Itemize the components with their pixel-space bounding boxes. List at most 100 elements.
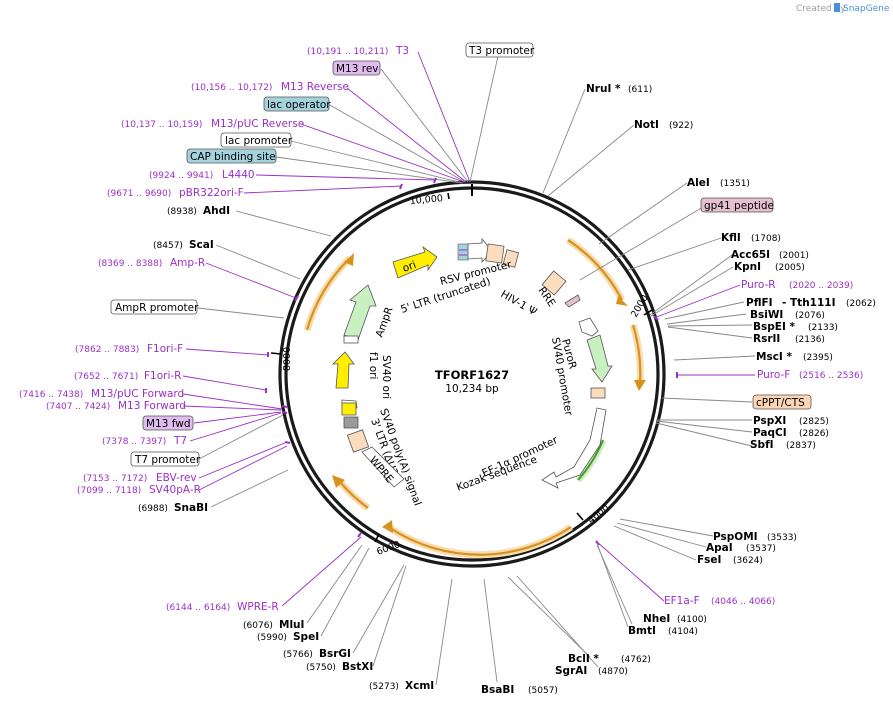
f1ori-f-pos: (7862 .. 7883) [75,345,139,355]
backbone-outer [278,180,666,568]
sv40pa-r-label: SV40pA-R [149,484,201,496]
pflfi-pos: (2062) [846,299,876,309]
tick-8000 [270,352,282,355]
acc65i-pos: (2001) [779,251,809,261]
right-labels: NruI * (611) NotI (922) AleI (1351) gp41… [555,83,876,677]
sgrai-label: SgrAI [555,665,587,677]
t3-promoter-box [465,42,534,58]
left-labels: (10,191 .. 10,211) T3 T3 promoter M13 re… [19,42,558,696]
fsei-pos: (3624) [733,556,763,566]
amp-r-label: Amp-R [170,257,205,269]
orf-arc-1-bg [566,237,626,302]
bsabi-label: BsaBI [481,684,514,696]
ampr-promoter-label: AmpR promoter [115,302,199,314]
tick-label-8000: 8000 [282,347,293,371]
bmti-pos: (4104) [668,627,698,637]
sbfi-label: SbfI [750,439,774,451]
lac-operator-label: lac operator [267,99,331,111]
m13-forward-label: M13 Forward [118,400,186,412]
bstxi-label: BstXI [342,661,373,673]
bcli-label: BclI * [568,653,599,665]
nhei-pos: (4100) [677,615,707,625]
f1ori-r-label: F1ori-R [144,370,181,382]
pspxi-pos: (2825) [799,417,829,427]
ef1a-f-label: EF1a-F [664,595,700,607]
ahdi-pos: (8938) [167,207,197,217]
lac-promoter-label: lac promoter [225,135,293,147]
m13-reverse-label: M13 Reverse [281,81,349,93]
sv40-polya-box [343,416,359,429]
kfli-pos: (1708) [751,234,781,244]
sv40-ori-box [341,402,357,416]
leader-lines [182,51,756,686]
tick-4000 [576,512,584,521]
primer-markers [265,177,678,546]
sbfi-pos: (2837) [786,441,816,451]
ori-label: ori [401,259,418,275]
orf-arc-3 [389,526,572,556]
orf-arc-5-bg [303,255,353,331]
cap-lac-box [457,243,469,261]
gp41-peptide-label: gp41 peptide [704,200,774,212]
bsiwi-label: BsiWI [750,309,783,321]
ef1a-f-pos: (4046 .. 4066) [711,597,775,607]
cppt-cts-box [752,394,812,410]
wpre-r-pos: (6144 .. 6164) [166,603,230,613]
puro-f-pos: (2516 .. 2536) [799,371,863,381]
xcmi-label: XcmI [405,680,434,692]
tth111i-label: - Tth111I [782,297,836,309]
bstxi-pos: (5750) [306,663,336,673]
plasmid-name: TFORF1627 [435,368,509,382]
bspei-label: BspEI * [753,321,796,333]
acc65i-label: Acc65I [731,249,770,261]
m13-fwd-label: M13 fwd [146,418,191,430]
nrui-pos: (611) [628,85,652,95]
alei-pos: (1351) [720,179,750,189]
ahdi-label: AhdI [203,205,230,217]
pbr322ori-pos: (9671 .. 9690) [107,189,171,199]
gp41-peptide-box [700,197,774,213]
wpre-r-label: WPRE-R [237,601,279,613]
f1-ori-label: f1 ori [367,352,379,379]
m13puc-forward-label: M13/pUC Forward [91,388,184,400]
l4440-pos: (9924 .. 9941) [149,171,213,181]
bcli-pos: (4762) [621,655,651,665]
ori-feature [392,245,438,279]
fsei-label: FseI [697,554,721,566]
orf-arc-1 [567,239,623,301]
tick-10000 [447,192,450,200]
kozak-label: Kozak sequence [455,454,539,494]
mlui-label: MluI [279,619,304,631]
mlui-pos: (6076) [243,621,273,631]
m13-reverse-pos: (10,156 .. 10,172) [191,83,272,93]
kpni-pos: (2005) [775,263,805,273]
tick-label-4000: 4000 [586,502,612,526]
puro-f-label: Puro-F [757,369,790,381]
puro-r-pos: (2020 .. 2039) [789,281,853,291]
hiv-psi-box [502,249,520,268]
pspomi-pos: (3533) [767,533,797,543]
cppt-cts-label: cPPT/CTS [756,397,805,409]
pspxi-label: PspXI [753,415,786,427]
rre-box [541,270,567,296]
tick-2000 [643,309,653,316]
m13-rev-label: M13 rev [336,63,379,75]
green-arc [577,439,604,481]
snapgene-logo-icon [834,3,840,12]
xcmi-pos: (5273) [369,682,399,692]
msci-label: MscI * [756,351,792,363]
ebv-rev-pos: (7153 .. 7172) [83,474,147,484]
bsrgi-label: BsrGI [319,648,351,660]
cppt-box [590,387,606,399]
orf-arc-2-arrow [634,380,646,391]
ampr-label: AmpR [374,305,396,339]
paqci-pos: (2826) [799,429,829,439]
lac-promoter-box [220,132,292,148]
m13-fwd-box [142,415,194,431]
wpre-feature [361,446,405,488]
ltr-box [346,429,370,453]
pspomi-label: PspOMI [713,531,758,543]
noti-label: NotI [634,119,659,131]
ampr-promoter-box-label [110,299,198,315]
